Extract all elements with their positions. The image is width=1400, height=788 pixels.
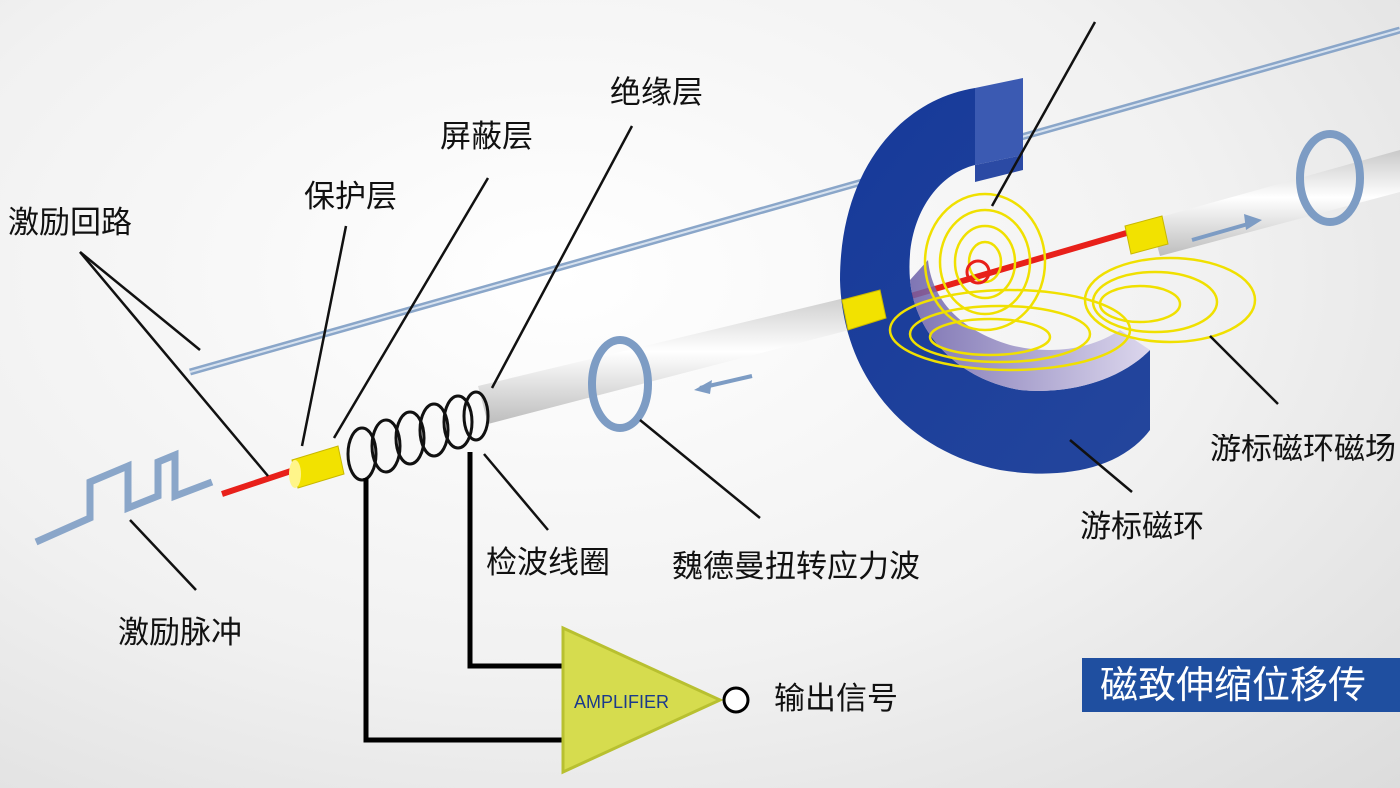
rotation-arrow-left-icon	[588, 336, 753, 432]
coil-leads	[363, 452, 562, 743]
rotation-arrow-right-icon	[1191, 130, 1364, 242]
title-banner: 磁致伸缩位移传	[1082, 658, 1400, 712]
label-output-signal: 输出信号	[774, 681, 898, 717]
twist-indicator-icon	[965, 259, 991, 285]
label-vernier-field: 游标磁环磁场	[1210, 434, 1396, 465]
yellow-sleeves	[289, 215, 1169, 489]
label-excitation-circuit: 激励回路	[8, 205, 132, 241]
label-insulating-layer: 绝缘层	[610, 75, 703, 111]
label-detection-coil: 检波线圈	[486, 545, 610, 581]
amplifier: AMPLIFIER	[561, 625, 750, 775]
label-wiedemann-wave: 魏德曼扭转应力波	[672, 549, 920, 585]
leader-lines	[79, 21, 1279, 591]
magnetic-field-loops	[888, 192, 1257, 372]
vernier-magnet-ring	[840, 78, 1150, 474]
excitation-return-wire	[189, 26, 1400, 376]
output-terminal	[722, 686, 750, 714]
excitation-pulse-wave	[34, 449, 214, 546]
label-excitation-pulse: 激励脉冲	[118, 615, 242, 651]
amplifier-label: AMPLIFIER	[574, 692, 669, 712]
label-protective-layer: 保护层	[304, 179, 397, 215]
waveguide-tube	[478, 150, 1400, 424]
label-shielding-layer: 屏蔽层	[440, 119, 533, 155]
label-vernier-magnet: 游标磁环	[1080, 509, 1204, 545]
detection-coil	[346, 390, 490, 482]
